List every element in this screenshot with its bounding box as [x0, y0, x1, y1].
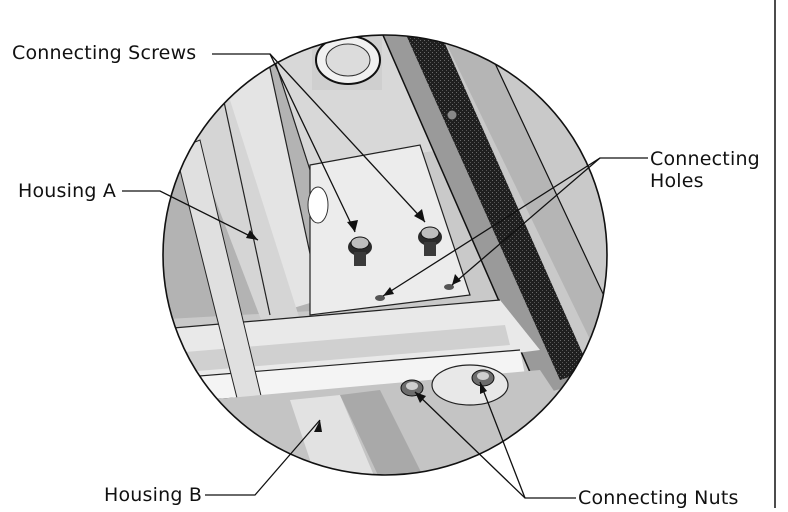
gasket-strip [395, 35, 590, 380]
leader-arrowheads [246, 209, 487, 432]
leader-holes-2 [451, 157, 601, 286]
housing-a-flange [215, 45, 320, 315]
label-housing-b: Housing B [104, 484, 203, 506]
detail-circle [162, 34, 608, 476]
connecting-hole-1 [375, 295, 385, 301]
connecting-hole-2 [444, 284, 454, 290]
leader-screws-2 [269, 53, 426, 223]
leader-housing-b [205, 419, 321, 496]
label-connecting-holes-line2: Holes [650, 170, 704, 192]
label-connecting-holes: Connecting Holes [650, 148, 760, 192]
label-connecting-holes-line1: Connecting [650, 148, 760, 170]
mounting-plate [309, 144, 471, 316]
connecting-screw-1 [348, 236, 372, 266]
magnified-detail [163, 35, 607, 475]
leader-housing-a [122, 190, 259, 241]
label-connecting-nuts: Connecting Nuts [578, 487, 739, 509]
connecting-nut-1 [400, 379, 424, 397]
leader-nuts-2 [479, 381, 526, 499]
connecting-nut-2 [471, 369, 495, 387]
leader-lines [122, 53, 648, 499]
label-housing-a: Housing A [18, 180, 117, 202]
label-connecting-screws: Connecting Screws [12, 42, 197, 64]
connecting-screw-2 [418, 226, 442, 256]
